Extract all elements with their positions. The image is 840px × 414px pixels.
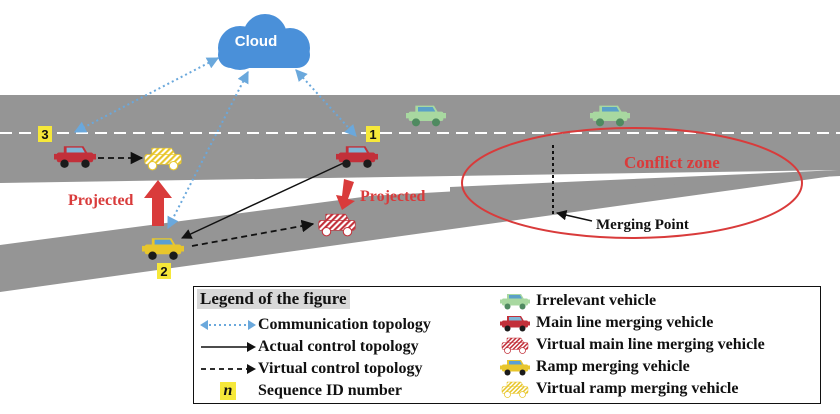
legend-item-communication: Communication topology: [198, 314, 431, 336]
ramp-vehicle-icon: [500, 360, 530, 376]
cloud-label: Cloud: [235, 33, 278, 50]
sequence-id-icon: n: [198, 381, 258, 401]
legend-item-virtual-main-line-vehicle: Virtual main line merging vehicle: [500, 334, 765, 356]
merging-point-label: Merging Point: [596, 217, 689, 233]
legend-label: Virtual main line merging vehicle: [536, 336, 765, 353]
legend-item-main-line-vehicle: Main line merging vehicle: [500, 312, 713, 334]
legend-item-virtual-ramp-vehicle: Virtual ramp merging vehicle: [500, 378, 738, 400]
legend-item-actual-control: Actual control topology: [198, 336, 419, 358]
virtual-ramp-vehicle-icon: [501, 381, 529, 398]
projected-label-left: Projected: [68, 192, 134, 209]
legend: Legend of the figure Communication topol…: [193, 286, 821, 404]
legend-item-sequence-id: n Sequence ID number: [198, 380, 402, 402]
conflict-zone-label: Conflict zone: [624, 153, 720, 172]
legend-label: Sequence ID number: [258, 382, 403, 399]
legend-title: Legend of the figure: [197, 289, 350, 309]
dashed-arrow-icon: [198, 359, 258, 379]
road-merge-fill: [450, 170, 840, 196]
communication-links: [73, 57, 357, 230]
sequence-id-symbol: n: [220, 382, 236, 400]
solid-arrow-icon: [198, 337, 258, 357]
sequence-badge-3: 3: [38, 126, 52, 142]
ramp-road: [0, 170, 840, 292]
legend-label: Communication topology: [258, 316, 431, 333]
cloud-icon: [218, 14, 310, 70]
legend-label: Virtual control topology: [258, 360, 423, 377]
sequence-badge-2: 2: [157, 263, 171, 279]
svg-text:1: 1: [369, 127, 376, 142]
legend-label: Main line merging vehicle: [536, 314, 714, 331]
virtual-main-line-vehicle-icon: [501, 337, 529, 354]
legend-item-irrelevant-vehicle: Irrelevant vehicle: [500, 290, 656, 312]
virtual-link-2: [191, 219, 315, 247]
legend-label: Ramp merging vehicle: [536, 358, 690, 375]
merge-lane-marking: [454, 177, 561, 182]
legend-item-virtual-control: Virtual control topology: [198, 358, 422, 380]
svg-text:3: 3: [41, 127, 48, 142]
projected-label-right: Projected: [360, 188, 426, 205]
conflict-zone-ellipse: [461, 127, 803, 239]
control-link-1-to-2: [181, 159, 351, 239]
legend-label: Irrelevant vehicle: [536, 292, 657, 309]
main-line-vehicle-icon: [500, 316, 530, 332]
irrelevant-vehicle-icon: [500, 294, 530, 310]
projection-arrow-down: [336, 179, 355, 210]
dotted-double-arrow-icon: [198, 315, 258, 335]
legend-label: Actual control topology: [258, 338, 419, 355]
legend-item-ramp-vehicle: Ramp merging vehicle: [500, 356, 690, 378]
projection-arrow-up: [144, 180, 172, 226]
sequence-badge-1: 1: [366, 126, 380, 142]
legend-label: Virtual ramp merging vehicle: [536, 380, 739, 397]
svg-text:2: 2: [160, 264, 167, 279]
merging-point-pointer: [555, 209, 593, 222]
